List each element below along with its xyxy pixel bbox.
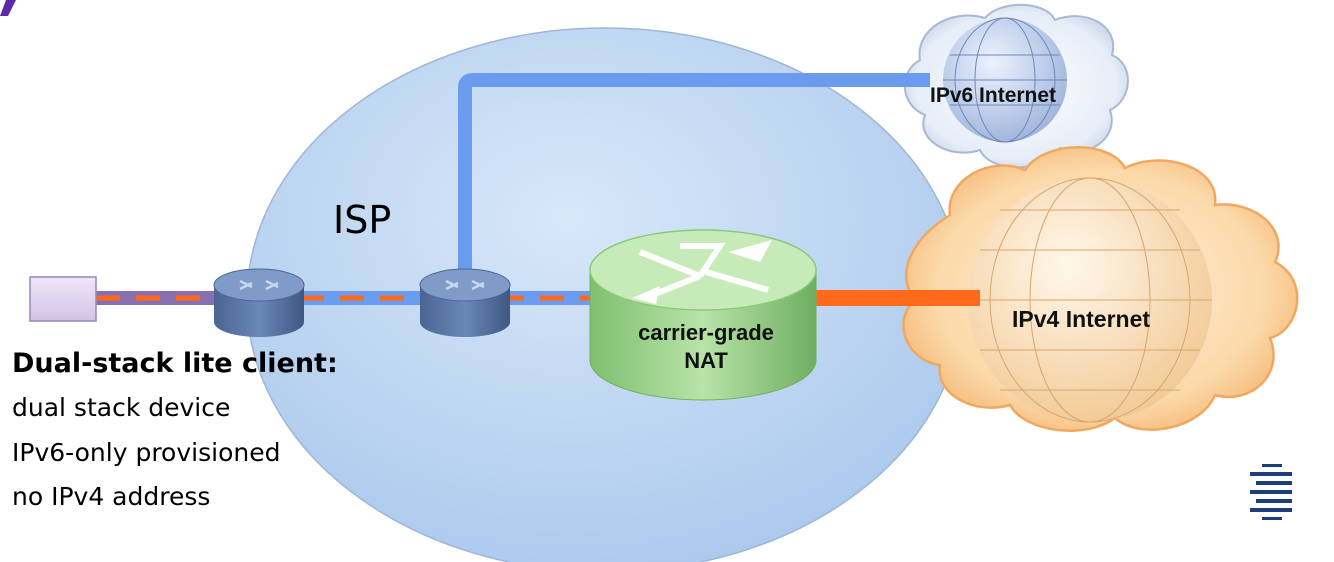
corner-accent <box>0 0 16 16</box>
ipv6-internet-cloud <box>903 3 1129 169</box>
nat-label-line-1: carrier-grade <box>638 320 774 345</box>
client-description-line: no IPv4 address <box>12 482 211 511</box>
client-description-line: IPv6-only provisioned <box>12 438 281 467</box>
ipv4-internet-label: IPv4 Internet <box>1012 306 1151 332</box>
isp-label: ISP <box>333 198 392 242</box>
client-heading: Dual-stack lite client: <box>12 348 338 379</box>
globe-icon <box>968 177 1212 423</box>
nat-label-line-2: NAT <box>684 348 728 373</box>
client-device-icon <box>29 276 97 322</box>
ipv4-internet-cloud <box>902 146 1299 432</box>
nat-router-icon <box>589 229 817 401</box>
router-icon <box>419 268 511 337</box>
ipv6-link <box>458 73 930 282</box>
globe-icon <box>943 17 1067 143</box>
ipv6-internet-label: IPv6 Internet <box>930 84 1057 107</box>
router-icon <box>213 268 305 337</box>
client-description-line: dual stack device <box>12 393 231 422</box>
menu-lines-icon <box>1250 464 1292 520</box>
